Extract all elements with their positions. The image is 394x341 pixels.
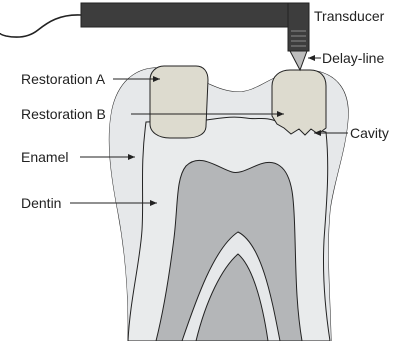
label-cavity: Cavity bbox=[350, 125, 389, 141]
label-transducer: Transducer bbox=[314, 8, 385, 24]
transducer-body bbox=[81, 3, 307, 27]
label-enamel: Enamel bbox=[21, 149, 68, 165]
label-restoration-a: Restoration A bbox=[21, 71, 106, 87]
label-delay-line: Delay-line bbox=[322, 50, 384, 66]
transducer-probe bbox=[288, 3, 309, 51]
label-dentin: Dentin bbox=[21, 195, 61, 211]
label-restoration-b: Restoration B bbox=[21, 106, 106, 122]
restoration-b bbox=[272, 70, 326, 135]
transducer-cable bbox=[0, 15, 81, 37]
restoration-a bbox=[150, 66, 208, 138]
delay-line-tip bbox=[290, 51, 307, 70]
